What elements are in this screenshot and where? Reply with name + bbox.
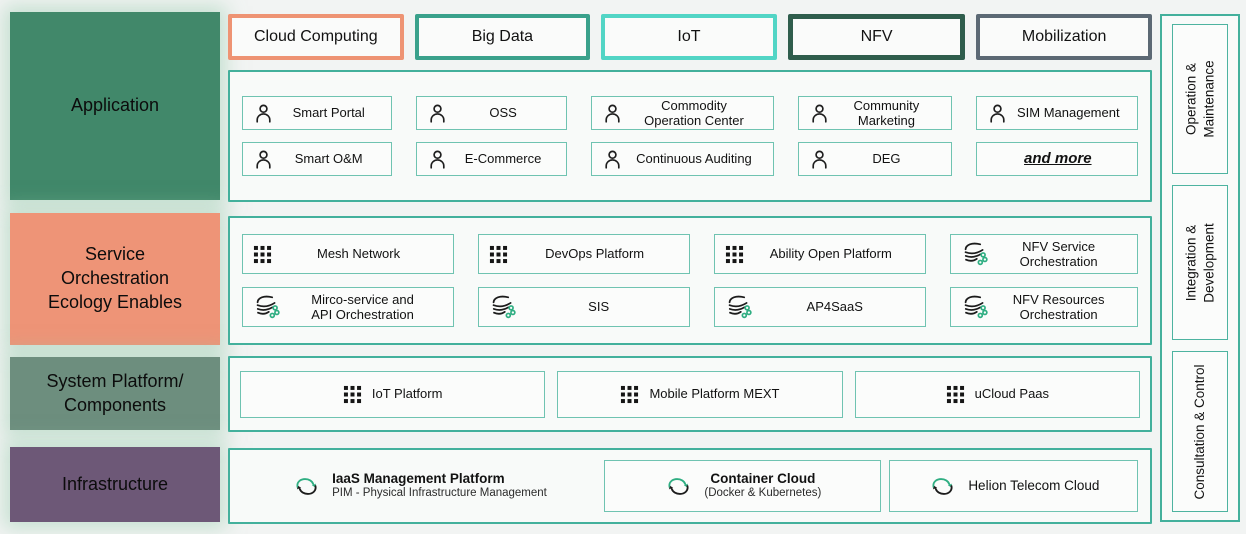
sidebar-item-label: Operation & Maintenance: [1183, 60, 1216, 138]
main-content: Cloud Computing Big Data IoT NFV Mobiliz…: [228, 0, 1152, 524]
orch-item-sis: SIS: [478, 287, 691, 327]
sidebar-item-operation-maintenance: Operation & Maintenance: [1172, 24, 1228, 174]
grid-icon: [620, 385, 639, 404]
sidebar-item-label: Consultation & Control: [1192, 363, 1208, 500]
orch-item-nfv-resources-orchestration: NFV Resources Orchestration: [950, 287, 1138, 327]
app-item-label: Smart Portal: [292, 105, 365, 121]
orch-item-label: NFV Service Orchestration: [1019, 238, 1098, 269]
service-orchestration-panel: Mesh Network DevOps Platform Ability Ope…: [228, 216, 1152, 345]
orch-item-label: Mesh Network: [317, 246, 401, 262]
orchestration-flow-icon: [725, 294, 752, 321]
orchestration-flow-icon: [961, 241, 989, 268]
sidebar-item-integration-development: Integration & Development: [1172, 185, 1228, 340]
app-item-deg: DEG: [798, 142, 952, 176]
app-item-smart-oandm: Smart O&M: [242, 142, 393, 176]
infra-item-helion-telecom-cloud: Helion Telecom Cloud: [888, 460, 1138, 512]
app-item-label: DEG: [872, 151, 901, 167]
orch-item-devops-platform: DevOps Platform: [478, 234, 691, 274]
sys-item-iot-platform: IoT Platform: [240, 370, 546, 418]
app-item-community-marketing: Community Marketing: [798, 96, 952, 130]
application-panel: Smart Portal OSS Commodity Operation Cen…: [228, 70, 1152, 202]
application-items: Smart Portal OSS Commodity Operation Cen…: [230, 72, 1150, 200]
cloud-sync-icon: [291, 475, 322, 498]
orch-item-nfv-service-orchestration: NFV Service Orchestration: [950, 234, 1138, 274]
cloud-sync-icon: [663, 475, 694, 498]
orchestration-flow-icon: [961, 294, 989, 321]
app-item-label: OSS: [489, 105, 517, 121]
layer-label-system-platform: System Platform/ Components: [10, 357, 220, 430]
grid-icon: [946, 385, 965, 404]
user-icon: [809, 148, 830, 171]
grid-icon: [489, 245, 508, 264]
app-item-oss: OSS: [416, 96, 567, 130]
app-item-e-commerce: E-Commerce: [416, 142, 567, 176]
user-icon: [987, 102, 1008, 125]
layer-label-service-orchestration: Service Orchestration Ecology Enables: [10, 213, 220, 345]
layer-label-application: Application: [10, 12, 220, 200]
tab-nfv: NFV: [787, 14, 966, 60]
infra-item-subtitle: PIM - Physical Infrastructure Management: [332, 487, 547, 500]
infra-item-title: Helion Telecom Cloud: [968, 477, 1100, 493]
sys-item-label: Mobile Platform MEXT: [649, 386, 780, 402]
lifecycle-sidebar: Operation & Maintenance Integration & De…: [1160, 14, 1240, 522]
grid-icon: [343, 385, 362, 404]
user-icon: [427, 148, 448, 171]
app-item-and-more: and more: [975, 142, 1138, 176]
user-icon: [602, 148, 623, 171]
orchestration-flow-icon: [253, 294, 280, 321]
app-item-label: SIM Management: [1016, 105, 1120, 121]
orch-item-label: Ability Open Platform: [769, 246, 892, 262]
orch-item-ability-open-platform: Ability Open Platform: [714, 234, 927, 274]
app-item-continuous-auditing: Continuous Auditing: [590, 142, 775, 176]
infrastructure-panel: IaaS Management Platform PIM - Physical …: [228, 448, 1152, 524]
user-icon: [253, 148, 274, 171]
app-item-label: E-Commerce: [464, 151, 542, 167]
app-item-sim-management: SIM Management: [975, 96, 1138, 130]
grid-icon: [725, 245, 744, 264]
orch-item-label: AP4SaaS: [806, 299, 863, 315]
sidebar-item-label: Integration & Development: [1183, 222, 1216, 303]
app-item-label: Smart O&M: [294, 151, 363, 167]
tab-mobilization: Mobilization: [976, 14, 1152, 60]
orchestration-flow-icon: [489, 294, 516, 321]
user-icon: [427, 102, 448, 125]
orch-item-label: NFV Resources Orchestration: [1012, 291, 1105, 322]
infrastructure-items: IaaS Management Platform PIM - Physical …: [230, 450, 1150, 522]
app-item-smart-portal: Smart Portal: [242, 96, 393, 130]
orch-item-label: DevOps Platform: [545, 246, 645, 262]
infra-item-iaas-management-platform: IaaS Management Platform PIM - Physical …: [242, 460, 596, 512]
infra-item-title: IaaS Management Platform: [332, 471, 505, 486]
sys-item-label: IoT Platform: [371, 386, 443, 402]
sidebar-item-consultation-control: Consultation & Control: [1172, 351, 1228, 512]
sys-item-ucloud-paas: uCloud Paas: [854, 370, 1140, 418]
app-item-commodity-operation-center: Commodity Operation Center: [590, 96, 775, 130]
user-icon: [253, 102, 274, 125]
orch-item-label: Mirco-service and API Orchestration: [311, 291, 414, 322]
orch-item-ap4saas: AP4SaaS: [714, 287, 927, 327]
tab-iot: IoT: [601, 14, 777, 60]
infra-item-container-cloud: Container Cloud (Docker & Kubernetes): [603, 460, 881, 512]
orch-item-microservice-api-orchestration: Mirco-service and API Orchestration: [242, 287, 455, 327]
system-platform-panel: IoT Platform Mobile Platform MEXT uCloud…: [228, 356, 1152, 432]
domain-tabs: Cloud Computing Big Data IoT NFV Mobiliz…: [228, 14, 1152, 60]
infra-item-title: Container Cloud: [710, 471, 816, 486]
user-icon: [602, 102, 623, 125]
layer-label-infrastructure: Infrastructure: [10, 447, 220, 522]
app-item-label: Community Marketing: [853, 97, 920, 128]
service-orchestration-items: Mesh Network DevOps Platform Ability Ope…: [230, 218, 1150, 343]
orch-item-mesh-network: Mesh Network: [242, 234, 455, 274]
grid-icon: [253, 245, 272, 264]
sys-item-label: uCloud Paas: [974, 386, 1050, 402]
system-platform-items: IoT Platform Mobile Platform MEXT uCloud…: [230, 358, 1150, 430]
orch-item-label: SIS: [588, 299, 610, 315]
user-icon: [809, 102, 830, 125]
cloud-sync-icon: [927, 475, 958, 498]
infra-item-subtitle: (Docker & Kubernetes): [704, 487, 822, 500]
tab-big-data: Big Data: [414, 14, 591, 60]
and-more-label: and more: [1024, 150, 1092, 168]
app-item-label: Commodity Operation Center: [644, 97, 744, 128]
sys-item-mobile-platform-mext: Mobile Platform MEXT: [557, 370, 843, 418]
tab-cloud-computing: Cloud Computing: [228, 14, 404, 60]
app-item-label: Continuous Auditing: [636, 151, 752, 167]
